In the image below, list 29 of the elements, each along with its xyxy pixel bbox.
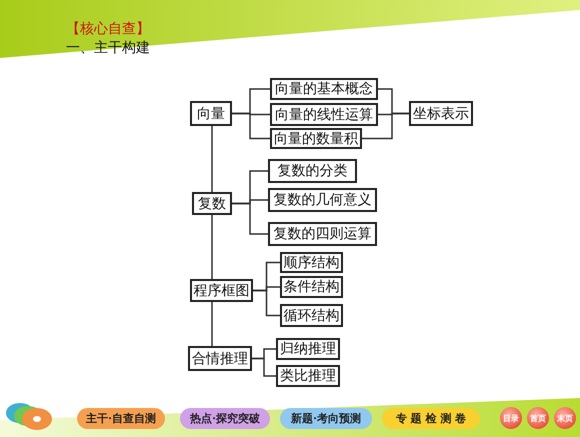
concept-box: 复数的四则运算 [268,222,377,246]
concept-box: 合情推理 [188,346,252,371]
concept-box: 向量的基本概念 [270,78,378,100]
nav-tab: 新题·考向预测 [280,408,372,429]
concept-box: 复数的几何意义 [268,188,377,212]
connector-line [362,112,409,140]
concept-box: 循环结构 [280,304,343,327]
connector-line [232,202,268,235]
concept-box: 向量 [190,101,232,126]
concept-box: 复数的分类 [268,159,357,183]
concept-box: 坐标表示 [409,101,473,126]
concept-box: 向量的线性运算 [270,103,378,126]
connector-line [211,126,213,192]
concept-box: 归纳推理 [276,338,340,360]
connector-line [211,302,213,346]
nav-tab: 主干·自查自测 [77,408,165,429]
section-heading: 【核心自查】 [66,20,150,38]
concept-box: 条件结构 [280,276,343,298]
connector-line [211,215,213,279]
connector-line [253,290,280,316]
connector-line [232,112,270,140]
concept-box: 类比推理 [276,365,340,387]
nav-tab: 专 题 检 测 卷 [382,408,480,429]
nav-tab: 热点·探究突破 [180,408,270,429]
concept-box: 复数 [192,192,232,215]
connector-line [252,358,276,377]
concept-box: 顺序结构 [280,252,343,273]
concept-box: 程序框图 [190,279,253,302]
concept-box: 向量的数量积 [270,128,362,149]
